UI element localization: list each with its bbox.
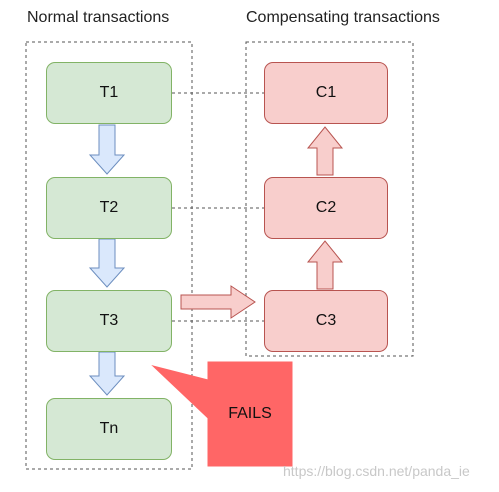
up-arrow-c3-c2 bbox=[306, 240, 344, 290]
normal-transactions-group bbox=[25, 41, 193, 470]
right-arrow-t3-c3 bbox=[180, 285, 256, 319]
step-t2: T2 bbox=[46, 177, 172, 239]
compensating-transactions-title: Compensating transactions bbox=[246, 9, 440, 26]
fails-callout bbox=[151, 361, 293, 467]
normal-transactions-title: Normal transactions bbox=[27, 9, 170, 26]
down-arrow-t2-t3 bbox=[88, 238, 126, 288]
down-arrow-t1-t2 bbox=[88, 124, 126, 175]
compensating-transactions-group bbox=[245, 41, 414, 357]
down-arrow-t3-tn bbox=[88, 351, 126, 396]
step-t3: T3 bbox=[46, 290, 172, 352]
step-tn: Tn bbox=[46, 398, 172, 460]
step-t1: T1 bbox=[46, 62, 172, 124]
step-c3: C3 bbox=[264, 290, 388, 352]
watermark: https://blog.csdn.net/panda_ie bbox=[283, 463, 470, 479]
step-c2: C2 bbox=[264, 177, 388, 239]
fails-label: FAILS bbox=[228, 405, 272, 422]
step-c1: C1 bbox=[264, 62, 388, 124]
up-arrow-c2-c1 bbox=[306, 126, 344, 176]
